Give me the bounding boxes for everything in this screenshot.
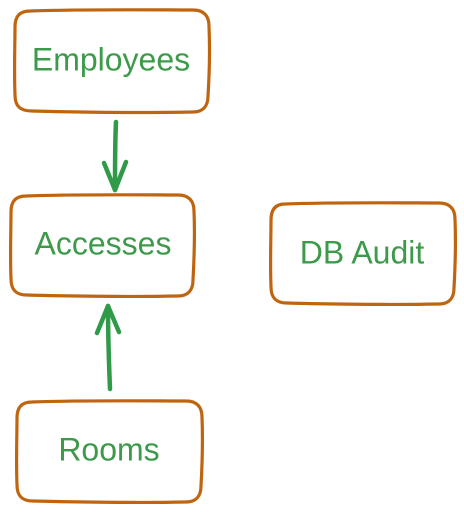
arrow-rooms-to-accesses xyxy=(94,303,122,392)
node-rooms[interactable]: Rooms xyxy=(14,399,205,505)
node-db-audit-box xyxy=(268,201,458,307)
node-rooms-box xyxy=(14,399,205,505)
node-accesses[interactable]: Accesses xyxy=(8,193,197,299)
arrow-rooms-to-accesses-shaft xyxy=(105,303,113,392)
node-rooms-label: Rooms xyxy=(58,431,159,467)
node-accesses-label: Accesses xyxy=(35,225,172,261)
node-db-audit-label: DB Audit xyxy=(300,234,425,270)
arrow-employees-to-accesses-shaft xyxy=(112,119,119,193)
arrow-employees-to-accesses xyxy=(101,119,129,193)
arrow-employees-to-accesses-head xyxy=(101,159,129,193)
node-employees-label: Employees xyxy=(32,41,190,77)
node-employees[interactable]: Employees xyxy=(12,8,212,115)
arrow-rooms-to-accesses-head xyxy=(94,303,122,336)
node-accesses-box xyxy=(8,193,197,299)
node-db-audit[interactable]: DB Audit xyxy=(268,201,458,307)
node-employees-box xyxy=(12,8,212,115)
